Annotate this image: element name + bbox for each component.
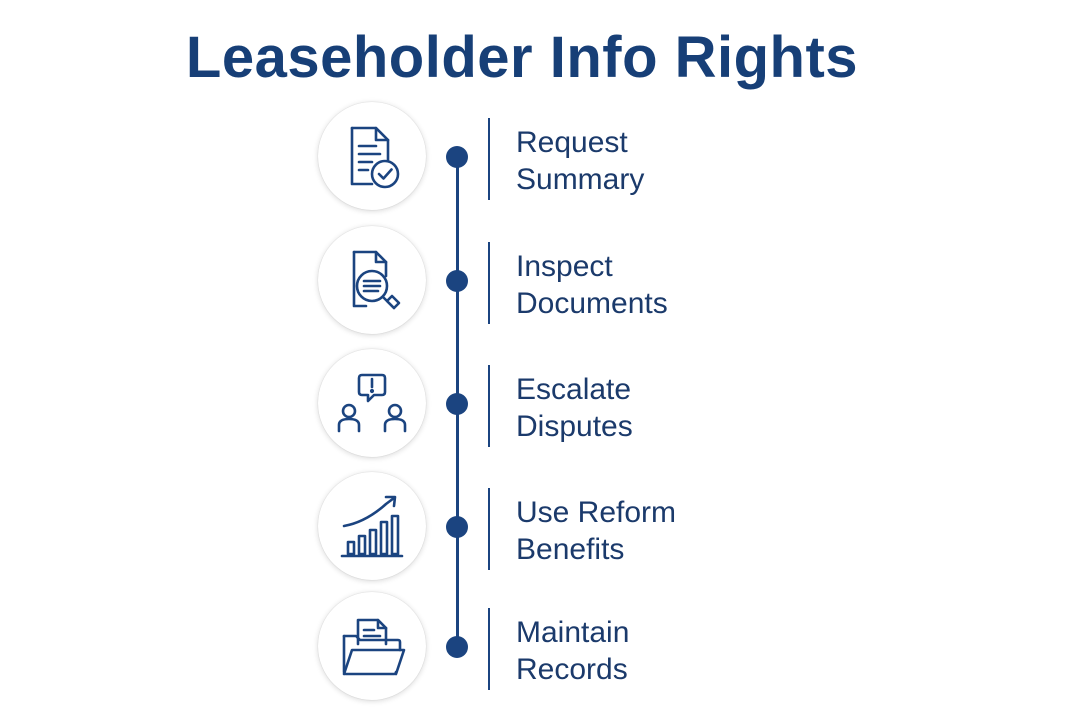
timeline-dot [446,393,468,415]
step-label: Use Reform Benefits [516,494,676,568]
step-label: Escalate Disputes [516,371,633,445]
step-divider [488,365,490,447]
step-label-line2: Summary [516,163,645,196]
step-label-line2: Records [516,653,628,686]
step-label-line1: Request [516,126,628,159]
page-title: Leaseholder Info Rights [185,25,859,90]
growth-chart-icon [340,495,404,558]
step-label-line2: Documents [516,287,668,320]
icon-circle [318,349,426,457]
step-escalate-disputes: Escalate Disputes [0,349,1080,459]
step-label-line2: Benefits [516,533,625,566]
step-label: Inspect Documents [516,248,668,322]
folder-document-icon [342,618,406,676]
timeline-dot [446,270,468,292]
people-alert-icon [337,373,407,433]
step-inspect-documents: Inspect Documents [0,226,1080,336]
timeline-dot [446,636,468,658]
step-divider [488,488,490,570]
step-label: Request Summary [516,124,644,198]
step-maintain-records: Maintain Records [0,592,1080,702]
icon-circle [318,472,426,580]
step-label-line2: Disputes [516,410,633,443]
step-use-reform-benefits: Use Reform Benefits [0,472,1080,582]
step-divider [488,242,490,324]
icon-circle [318,102,426,210]
step-label-line1: Escalate [516,373,632,406]
step-label: Maintain Records [516,614,629,688]
step-label-line1: Maintain [516,616,630,649]
icon-circle [318,592,426,700]
icon-circle [318,226,426,334]
document-check-icon [350,126,400,189]
step-request-summary: Request Summary [0,102,1080,212]
document-search-icon [352,250,401,310]
step-label-line1: Inspect [516,250,613,283]
step-label-line1: Use Reform [516,496,677,529]
step-divider [488,118,490,200]
timeline-dot [446,516,468,538]
timeline-dot [446,146,468,168]
step-divider [488,608,490,690]
